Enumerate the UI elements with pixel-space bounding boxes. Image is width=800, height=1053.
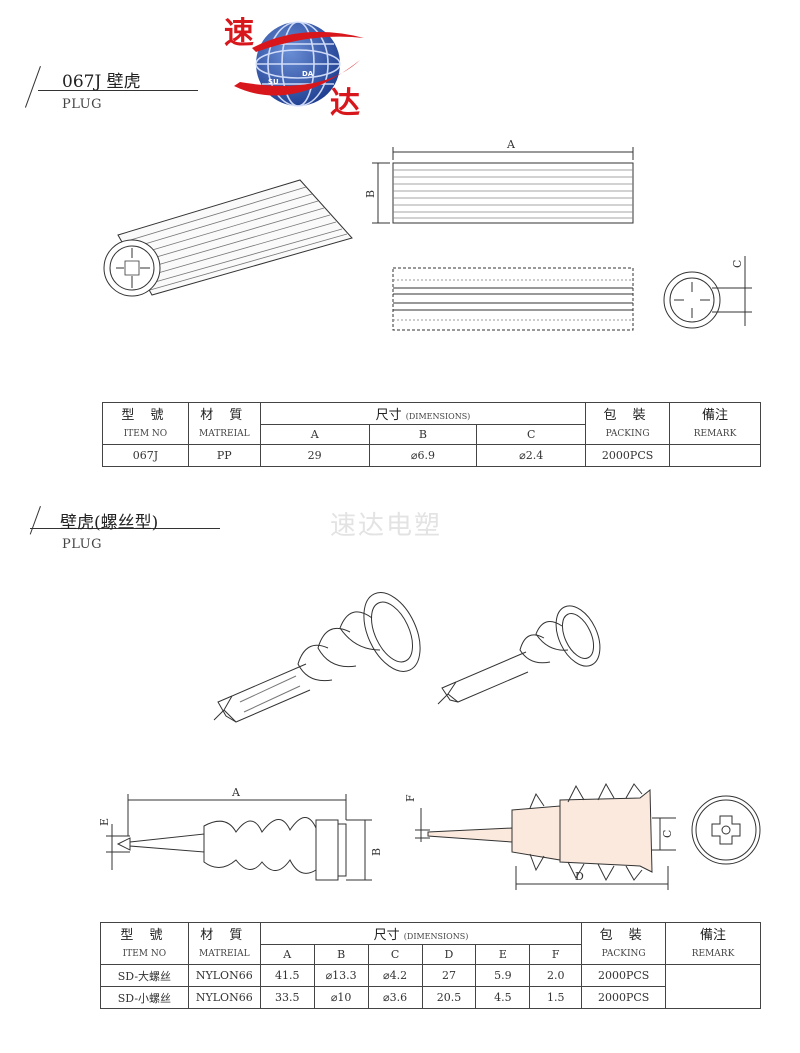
cell-b: ⌀13.3 xyxy=(313,964,369,987)
spec-table-screw-plug: 型 號 材 質 尺寸 (DIMENSIONS) 包 裝 備注 ITEM NO M… xyxy=(100,922,761,1009)
section1-subtitle: PLUG xyxy=(62,97,103,112)
header-material-en: MATREIAL xyxy=(199,429,250,440)
logo-ring-su: SU xyxy=(268,78,279,86)
screw-plug-small-iso-view xyxy=(437,605,601,705)
header-material-en-2: MATREIAL xyxy=(198,949,250,960)
dim-label-c-067j: C xyxy=(731,260,744,268)
cell-packing: 2000PCS xyxy=(581,986,667,1009)
section1-title: 067J 壁虎 xyxy=(62,67,141,92)
header-col-b: B xyxy=(368,424,478,445)
cell-c: ⌀4.2 xyxy=(367,964,423,987)
dim-label-d-screw: D xyxy=(575,870,584,883)
dim-label-a-screw: A xyxy=(231,786,241,799)
dim-label-c-screw: C xyxy=(661,830,674,838)
table-row: SD-小螺丝 NYLON66 33.5 ⌀10 ⌀3.6 20.5 4.5 1.… xyxy=(100,986,761,1009)
plug-067j-iso-view xyxy=(103,179,353,297)
header-remark-cn: 備注 xyxy=(702,408,729,424)
screw-plug-side-view xyxy=(106,794,372,881)
cell-e: 4.5 xyxy=(475,986,531,1009)
cell-c: ⌀2.4 xyxy=(476,444,587,467)
cell-a: 29 xyxy=(259,444,370,467)
section2-subtitle: PLUG xyxy=(62,537,103,552)
header-packing-cn-2: 包 裝 xyxy=(599,928,648,944)
company-logo: 速 达 SU DA xyxy=(222,8,372,121)
header-col-c: C xyxy=(476,424,587,445)
section2-header-rule xyxy=(30,528,220,529)
cell-f: 1.5 xyxy=(529,986,583,1009)
dim-label-e-screw: E xyxy=(98,818,111,826)
header-dimensions-cn-2: 尺寸 xyxy=(373,928,400,943)
table-row: 067J PP 29 ⌀6.9 ⌀2.4 2000PCS xyxy=(102,444,761,467)
logo-char-top: 速 xyxy=(224,16,254,51)
screw-plug-end-view xyxy=(691,795,761,865)
screw-plug-drawings: A B E C D F xyxy=(98,592,761,890)
watermark-text: 速达电塑 xyxy=(330,511,443,541)
header-packing-en-2: PACKING xyxy=(601,949,646,960)
cell-b: ⌀10 xyxy=(313,986,369,1009)
cell-e: 5.9 xyxy=(475,964,531,987)
cell-material: NYLON66 xyxy=(187,986,261,1009)
header-col-e-2: E xyxy=(475,944,531,965)
header-material-cn: 材 質 xyxy=(200,408,249,424)
header-col-a-2: A xyxy=(259,944,315,965)
header-remark-en: REMARK xyxy=(693,429,737,440)
section1-header-slash xyxy=(24,66,41,108)
section2-title: 壁虎(螺丝型) xyxy=(60,513,159,533)
header-material-cn-2: 材 質 xyxy=(200,928,249,944)
header-dimensions-en-2: (DIMENSIONS) xyxy=(403,932,469,941)
screw-plug-large-iso-view xyxy=(213,592,421,723)
cell-material: PP xyxy=(187,444,261,467)
header-dimensions-en: (DIMENSIONS) xyxy=(405,412,471,421)
section2-header-slash xyxy=(29,506,41,535)
plug-067j-section-view xyxy=(392,267,634,331)
plug-067j-drawings: A B C xyxy=(103,138,752,331)
header-packing-en: PACKING xyxy=(605,429,650,440)
section1-code: 067J xyxy=(62,72,102,92)
dim-label-a-067j: A xyxy=(506,138,516,151)
header-model-cn-2: 型 號 xyxy=(120,928,169,944)
dim-label-b-067j: B xyxy=(364,190,377,198)
header-remark-en-2: REMARK xyxy=(691,949,735,960)
logo-ring-da: DA xyxy=(302,70,314,78)
cell-f: 2.0 xyxy=(529,964,583,987)
cell-packing: 2000PCS xyxy=(585,444,671,467)
header-model-cn: 型 號 xyxy=(121,408,170,424)
header-col-a: A xyxy=(259,424,370,445)
header-model-en-2: ITEM NO xyxy=(122,949,167,960)
section1-header-rule xyxy=(38,90,198,91)
cell-item: 067J xyxy=(102,444,189,467)
dim-label-f-screw: F xyxy=(404,794,417,802)
logo-char-bottom: 达 xyxy=(330,86,360,121)
cell-b: ⌀6.9 xyxy=(368,444,478,467)
header-model-en: ITEM NO xyxy=(123,429,168,440)
header-remark-cn-2: 備注 xyxy=(700,928,727,944)
cell-remark xyxy=(665,964,761,1009)
header-packing-cn: 包 裝 xyxy=(603,408,652,424)
cell-item: SD-大螺丝 xyxy=(100,964,189,987)
cell-a: 41.5 xyxy=(259,964,315,987)
header-col-b-2: B xyxy=(313,944,369,965)
dim-label-b-screw: B xyxy=(370,848,383,856)
cell-item: SD-小螺丝 xyxy=(100,986,189,1009)
header-dimensions-cn: 尺寸 xyxy=(375,408,402,423)
cell-d: 27 xyxy=(421,964,477,987)
cell-a: 33.5 xyxy=(259,986,315,1009)
header-col-f-2: F xyxy=(529,944,583,965)
header-col-d-2: D xyxy=(421,944,477,965)
plug-067j-side-view xyxy=(372,147,634,224)
spec-table-067j: 型 號 材 質 尺寸 (DIMENSIONS) 包 裝 備注 ITEM NO M… xyxy=(102,402,761,467)
cell-remark xyxy=(669,444,761,467)
cell-d: 20.5 xyxy=(421,986,477,1009)
screw-plug-section-view xyxy=(415,782,676,890)
table-row: SD-大螺丝 NYLON66 41.5 ⌀13.3 ⌀4.2 27 5.9 2.… xyxy=(100,964,761,1009)
cell-c: ⌀3.6 xyxy=(367,986,423,1009)
globe-logo-graphic xyxy=(234,21,364,107)
section1-name: 壁虎 xyxy=(106,72,141,92)
header-col-c-2: C xyxy=(367,944,423,965)
plug-067j-end-view xyxy=(663,256,752,329)
cell-material: NYLON66 xyxy=(187,964,261,987)
cell-packing: 2000PCS xyxy=(581,964,667,987)
